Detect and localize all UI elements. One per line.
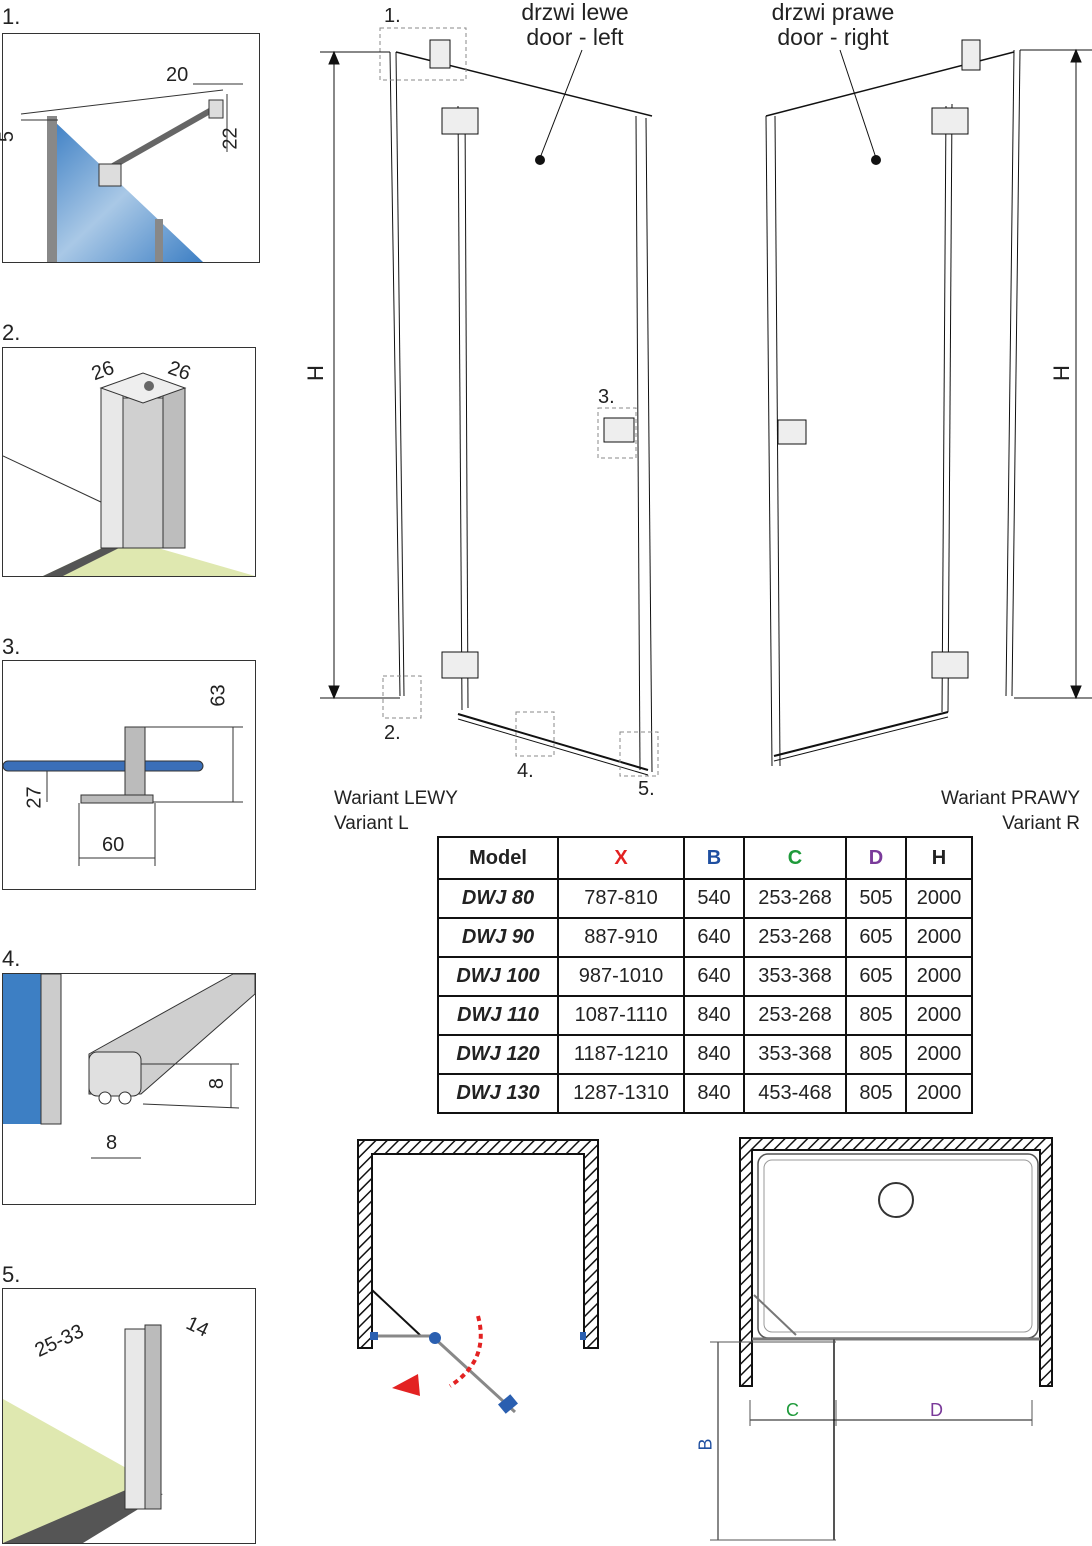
variant-right-pl: Wariant PRAWY (940, 788, 1080, 809)
cell-d: 605 (845, 956, 907, 997)
detail-4-panel (2, 973, 256, 1205)
cell-d: 805 (845, 1034, 907, 1075)
door-right-drawing (765, 39, 1092, 767)
cell-h: 2000 (905, 1034, 973, 1075)
plan-dim-c: C (786, 1400, 799, 1420)
plan-left-drawing (357, 1139, 599, 1414)
cell-model: DWJ 120 (437, 1034, 559, 1075)
door-left-label-pl: drzwi lewe (521, 0, 629, 25)
detail-5-drawing (3, 1324, 163, 1543)
header-c: C (743, 836, 847, 880)
door-right-label-pl: drzwi prawe (771, 0, 895, 25)
door-right-title: drzwi prawe door - right (748, 0, 918, 50)
cell-x: 1087-1110 (557, 995, 685, 1036)
dimensions-table: Model X B C D H DWJ 80 787-810 540 253-2… (437, 836, 973, 1114)
cell-c: 353-368 (743, 956, 847, 997)
variant-left-en: Variant L (334, 813, 409, 834)
cell-h: 2000 (905, 956, 973, 997)
variant-left-pl: Wariant LEWY (334, 788, 458, 809)
detail-1-number: 1. (2, 4, 21, 29)
cell-b: 840 (683, 1034, 745, 1075)
height-label-left: H (302, 365, 328, 381)
detail-2-panel (2, 347, 256, 577)
detail-3-dim-60: 60 (102, 834, 125, 856)
callout-1: 1. (384, 5, 401, 27)
cell-model: DWJ 80 (437, 878, 559, 919)
cell-h: 2000 (905, 995, 973, 1036)
cell-h: 2000 (905, 1073, 973, 1114)
callout-5: 5. (638, 778, 655, 800)
cell-c: 453-468 (743, 1073, 847, 1114)
cell-x: 1287-1310 (557, 1073, 685, 1114)
detail-2-number: 2. (2, 320, 21, 345)
variant-right: Wariant PRAWY Variant R (900, 786, 1080, 836)
variant-left: Wariant LEWY Variant L (334, 786, 458, 836)
cell-x: 787-810 (557, 878, 685, 919)
detail-1-dim-20: 20 (166, 64, 189, 86)
detail-2-drawing (3, 372, 255, 576)
table-row: DWJ 110 1087-1110 840 253-268 805 2000 (437, 995, 973, 1036)
cell-x: 1187-1210 (557, 1034, 685, 1075)
detail-3-number: 3. (2, 634, 21, 659)
cell-h: 2000 (905, 917, 973, 958)
table-row: DWJ 90 887-910 640 253-268 605 2000 (437, 917, 973, 958)
cell-model: DWJ 130 (437, 1073, 559, 1114)
variant-right-en: Variant R (1002, 813, 1080, 834)
detail-5-number: 5. (2, 1262, 21, 1287)
cell-model: DWJ 110 (437, 995, 559, 1036)
header-x: X (557, 836, 685, 880)
height-label-right: H (1048, 365, 1074, 381)
detail-1-drawing (20, 83, 243, 262)
cell-b: 640 (683, 917, 745, 958)
header-d: D (845, 836, 907, 880)
cell-c: 253-268 (743, 878, 847, 919)
cell-d: 605 (845, 917, 907, 958)
cell-d: 805 (845, 1073, 907, 1114)
cell-d: 505 (845, 878, 907, 919)
callout-2: 2. (384, 722, 401, 744)
cell-d: 805 (845, 995, 907, 1036)
door-left-title: drzwi lewe door - left (490, 0, 660, 50)
detail-3-panel (2, 660, 256, 890)
table-header-row: Model X B C D H (437, 836, 973, 880)
callout-4: 4. (517, 760, 534, 782)
callout-3: 3. (598, 386, 615, 408)
table-row: DWJ 100 987-1010 640 353-368 605 2000 (437, 956, 973, 997)
detail-4-dim-8-vertical: 8 (206, 1077, 229, 1090)
detail-4-number: 4. (2, 946, 21, 971)
door-left-label-en: door - left (526, 24, 624, 50)
cell-x: 987-1010 (557, 956, 685, 997)
plan-right-drawing (710, 1137, 1053, 1541)
cell-b: 540 (683, 878, 745, 919)
cell-c: 253-268 (743, 917, 847, 958)
plan-dim-d: D (930, 1400, 943, 1420)
cell-model: DWJ 100 (437, 956, 559, 997)
detail-4-drawing (3, 974, 255, 1159)
header-b: B (683, 836, 745, 880)
table-row: DWJ 130 1287-1310 840 453-468 805 2000 (437, 1073, 973, 1114)
detail-4-dim-8-horizontal: 8 (106, 1132, 118, 1154)
cell-c: 253-268 (743, 995, 847, 1036)
detail-1-panel (2, 33, 260, 263)
cell-b: 640 (683, 956, 745, 997)
cell-b: 840 (683, 1073, 745, 1114)
door-elevations (320, 27, 1092, 777)
cell-h: 2000 (905, 878, 973, 919)
detail-3-drawing (3, 726, 243, 866)
door-right-label-en: door - right (777, 24, 889, 50)
table-row: DWJ 120 1187-1210 840 353-368 805 2000 (437, 1034, 973, 1075)
cell-b: 840 (683, 995, 745, 1036)
table-row: DWJ 80 787-810 540 253-268 505 2000 (437, 878, 973, 919)
cell-c: 353-368 (743, 1034, 847, 1075)
cell-model: DWJ 90 (437, 917, 559, 958)
plan-dim-b: B (695, 1438, 716, 1451)
header-h: H (905, 836, 973, 880)
plan-views (357, 1137, 1053, 1541)
detail-5-panel (2, 1288, 256, 1544)
header-model: Model (437, 836, 559, 880)
door-left-drawing (320, 27, 659, 777)
cell-x: 887-910 (557, 917, 685, 958)
